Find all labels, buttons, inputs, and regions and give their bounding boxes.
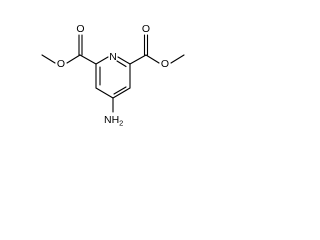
- bond-ester-o-left-methyl: [41, 54, 56, 64]
- right-carbonyl-oxygen-label: O: [142, 23, 150, 35]
- ring-nitrogen-label: N: [109, 51, 117, 63]
- amino-nh-label: NH: [104, 114, 119, 126]
- bond-carbonyl-right-ester-o: [145, 54, 160, 64]
- left-ester-group: [41, 34, 97, 65]
- bond-ester-o-right-methyl: [170, 54, 185, 64]
- ring-bond-c5-c4: [112, 87, 131, 99]
- amino-subscript-label: 2: [119, 119, 123, 128]
- bond-c6-carbonyl-right: [129, 54, 147, 65]
- right-ester-oxygen-label: O: [161, 58, 169, 70]
- bond-c2-carbonyl-left: [79, 54, 97, 65]
- bond-carbonyl-left-ester-o: [66, 54, 81, 64]
- left-carbonyl-oxygen-label: O: [76, 23, 84, 35]
- pyridine-ring: [95, 56, 131, 99]
- chemical-structure: N O O O O NH2: [41, 23, 185, 128]
- left-ester-oxygen-label: O: [57, 58, 65, 70]
- ring-double-bond-n-c6: [116, 60, 127, 68]
- right-ester-group: [129, 34, 185, 65]
- ring-bond-c4-c3: [95, 87, 114, 99]
- amino-group-label: NH2: [104, 114, 123, 128]
- ring-bond-c2-n: [95, 56, 109, 65]
- ring-bond-n-c6: [117, 56, 131, 65]
- ring-double-bond-c4-c5: [113, 86, 127, 95]
